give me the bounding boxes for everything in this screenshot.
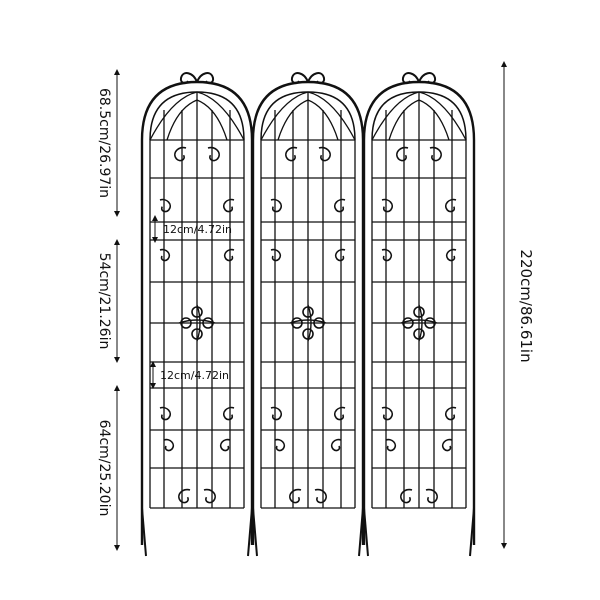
bottom-section-label: 64cm/25.20in xyxy=(96,420,112,517)
scroll-ornament xyxy=(270,406,283,421)
scroll-ornament xyxy=(381,198,394,213)
ground-stake xyxy=(358,507,364,557)
scroll-ornament xyxy=(274,438,286,452)
scroll-ornament xyxy=(163,438,175,452)
trellis-panel-3 xyxy=(362,72,476,557)
scroll-ornament xyxy=(334,248,346,262)
scroll-ornament xyxy=(400,488,413,504)
scroll-ornament xyxy=(203,488,216,504)
scroll-ornament xyxy=(219,438,231,452)
scroll-ornament xyxy=(159,406,172,421)
scroll-ornament xyxy=(223,248,235,262)
panel-frame xyxy=(140,80,254,545)
scroll-ornament xyxy=(178,488,191,504)
scroll-ornament xyxy=(174,146,187,162)
ground-stake xyxy=(141,507,147,557)
middle-section-label: 54cm/21.26in xyxy=(96,253,112,350)
ground-stake xyxy=(469,507,475,557)
scroll-ornament xyxy=(222,406,235,421)
trellis-panels xyxy=(140,72,476,557)
scroll-ornament xyxy=(445,248,457,262)
scroll-ornament xyxy=(289,488,302,504)
left-dimensions xyxy=(114,61,507,551)
quatrefoil-cross xyxy=(289,304,327,342)
ground-stake xyxy=(252,507,258,557)
gap-lower-label: 12cm/4.72in xyxy=(160,369,229,382)
scroll-ornament xyxy=(318,146,331,162)
scroll-ornament xyxy=(429,146,442,162)
panel-frame xyxy=(362,80,476,545)
total-height-label: 220cm/86.61in xyxy=(517,249,535,362)
scroll-ornament xyxy=(396,146,409,162)
scroll-ornament xyxy=(222,198,235,213)
scroll-ornament xyxy=(381,406,394,421)
scroll-ornament xyxy=(385,438,397,452)
ground-stake xyxy=(247,507,253,557)
scroll-ornament xyxy=(270,198,283,213)
top-section-label: 68.5cm/26.97in xyxy=(96,88,112,198)
scroll-ornament xyxy=(285,146,298,162)
scroll-ornament xyxy=(381,248,393,262)
scroll-ornament xyxy=(330,438,342,452)
gap-upper-label: 12cm/4.72in xyxy=(163,223,232,236)
scroll-ornament xyxy=(159,198,172,213)
scroll-ornament xyxy=(441,438,453,452)
scroll-ornament xyxy=(444,406,457,421)
scroll-ornament xyxy=(333,406,346,421)
scroll-ornament xyxy=(333,198,346,213)
scroll-ornament xyxy=(444,198,457,213)
trellis-panel-1 xyxy=(140,72,254,557)
panel-frame xyxy=(251,80,365,545)
scroll-ornament xyxy=(207,146,220,162)
quatrefoil-cross xyxy=(178,304,216,342)
trellis-panel-2 xyxy=(251,72,365,557)
scroll-ornament xyxy=(159,248,171,262)
scroll-ornament xyxy=(314,488,327,504)
quatrefoil-cross xyxy=(400,304,438,342)
ground-stake xyxy=(363,507,369,557)
scroll-ornament xyxy=(425,488,438,504)
scroll-ornament xyxy=(270,248,282,262)
